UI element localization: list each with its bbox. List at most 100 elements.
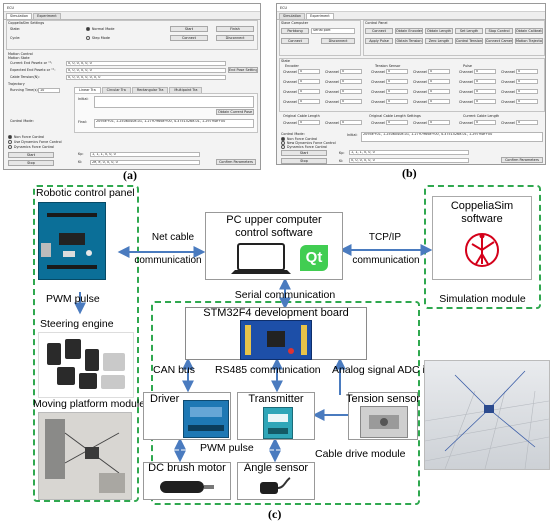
kp-field[interactable]: 1, 1, 1, 0, 0, 0: [349, 150, 469, 155]
channel-label: Channel 5: [501, 70, 519, 74]
control-panel-button[interactable]: Connect: [365, 28, 393, 34]
analog-adc-label: Analog signal ADC input: [332, 364, 446, 376]
control-panel-button[interactable]: Apply Pulse: [365, 38, 393, 44]
confirm-parameters-button[interactable]: Confirm Parameters: [501, 157, 543, 163]
end-pose-settings-button[interactable]: End Pose Settings: [228, 67, 258, 73]
cable-value-field[interactable]: 0: [340, 120, 362, 125]
channel-value-field[interactable]: 0: [340, 69, 362, 74]
current-pose-field[interactable]: 0, 0, 0, 0, 0, 0: [66, 61, 226, 66]
cable-channel-label: Channel 5: [413, 121, 431, 125]
cable-tension-label: Cable Tension(N):: [10, 75, 40, 79]
channel-value-field[interactable]: 0: [474, 79, 496, 84]
cable-value-field[interactable]: 0: [386, 120, 408, 125]
channel-value-field[interactable]: 0: [298, 99, 320, 104]
connect-button[interactable]: Connect: [281, 38, 309, 44]
tcpip-label-1: TCP/IP: [368, 232, 402, 243]
channel-label: Channel 7: [501, 90, 519, 94]
running-time-field[interactable]: 10: [38, 88, 60, 93]
steering-engine-image: [38, 332, 134, 398]
dynamics-force-control-radio[interactable]: Dynamics Force Control: [281, 145, 327, 149]
channel-value-field[interactable]: 0: [340, 89, 362, 94]
final-textbox[interactable]: 2095e+01, 1.2506040e-01, 1.2797966e+00, …: [94, 119, 254, 128]
channel-value-field[interactable]: 0: [386, 69, 408, 74]
expected-pose-field[interactable]: 0, 0, 0, 0, 0, 0: [66, 68, 226, 73]
tab-experiment[interactable]: Experiment: [306, 13, 334, 19]
channel-value-field[interactable]: 0: [516, 69, 538, 74]
channel-value-field[interactable]: 0: [386, 79, 408, 84]
window-title: ECU: [7, 5, 14, 10]
channel-value-field[interactable]: 0: [516, 89, 538, 94]
tab-experiment[interactable]: Experiment: [33, 13, 61, 19]
motion-control-title: Motion Control: [8, 52, 33, 56]
channel-value-field[interactable]: 0: [298, 89, 320, 94]
step-mode-radio[interactable]: Step Mode: [86, 36, 110, 40]
tab-simulation[interactable]: Simulation: [6, 13, 33, 19]
kp-label: Kp:: [339, 151, 345, 155]
control-panel-button[interactable]: Motion Trajectory: [515, 38, 543, 44]
non-force-control-radio[interactable]: Non Force Control: [8, 135, 44, 139]
channel-value-field[interactable]: 0: [340, 99, 362, 104]
non-force-control-radio[interactable]: Non Force Control: [281, 137, 317, 141]
cable-value-field[interactable]: 0: [428, 120, 450, 125]
channel-value-field[interactable]: 0: [386, 89, 408, 94]
channel-value-field[interactable]: 0: [428, 79, 450, 84]
initial-textbox[interactable]: [94, 96, 254, 108]
kp-field[interactable]: 1, 1, 1, 0, 0, 0: [90, 152, 200, 157]
control-panel-button[interactable]: Connect Camera: [485, 38, 513, 44]
control-panel-button[interactable]: Obtain Length: [425, 28, 453, 34]
finish-button[interactable]: Finish: [216, 26, 254, 32]
control-panel-button[interactable]: Obtain Calibration: [515, 28, 543, 34]
channel-label: Channel 6: [325, 80, 343, 84]
channel-value-field[interactable]: 0: [428, 99, 450, 104]
control-panel-button[interactable]: Control Tension: [455, 38, 483, 44]
channel-value-field[interactable]: 0: [474, 99, 496, 104]
dynamics-force-control-radio[interactable]: Dynamics Force Control: [8, 145, 54, 149]
obtain-current-pose-button[interactable]: Obtain Current Pose: [216, 109, 254, 115]
ki-field[interactable]: 0, 0, 0, 0, 0, 0: [349, 158, 469, 163]
control-stop-button[interactable]: Stop: [281, 158, 327, 164]
control-panel-button[interactable]: Obtain Tension: [395, 38, 423, 44]
channel-value-field[interactable]: 0: [340, 79, 362, 84]
cable-value-field[interactable]: 0: [516, 120, 538, 125]
control-start-button[interactable]: Start: [8, 152, 54, 158]
confirm-parameters-button[interactable]: Confirm Parameters: [216, 159, 256, 165]
initial-textbox[interactable]: 2095e+01, 1.2506040e-01, 1.2797966e+00, …: [361, 132, 543, 142]
ki-field[interactable]: 2e, e, 0, 0, 0, 0: [90, 160, 200, 165]
disconnect-button[interactable]: Disconnect: [216, 35, 254, 41]
channel-value-field[interactable]: 0: [298, 79, 320, 84]
cable-value-field[interactable]: 0: [298, 120, 320, 125]
disconnect-button[interactable]: Disconnect: [321, 38, 355, 44]
can-bus-label: CAN bus: [153, 364, 196, 376]
tension-sensor-image: [360, 406, 408, 438]
channel-value-field[interactable]: 0: [298, 69, 320, 74]
control-panel-button[interactable]: Stop Control: [485, 28, 513, 34]
connect-button[interactable]: Connect: [170, 35, 208, 41]
normal-mode-radio[interactable]: Normal Mode: [86, 27, 115, 31]
channel-value-field[interactable]: 0: [428, 89, 450, 94]
serial-port-select[interactable]: Serial port: [311, 28, 355, 34]
rs485-label: RS485 communication: [215, 364, 321, 376]
tab-simulation[interactable]: Simulation: [279, 13, 306, 19]
channel-value-field[interactable]: 0: [386, 99, 408, 104]
channel-value-field[interactable]: 0: [474, 69, 496, 74]
control-stop-button[interactable]: Stop: [8, 160, 54, 166]
main-tabs: Simulation Experiment: [4, 12, 260, 20]
channel-value-field[interactable]: 0: [516, 79, 538, 84]
angle-sensor-image: [258, 476, 292, 503]
port-button[interactable]: Portdong: [281, 28, 309, 34]
control-panel-button[interactable]: Zero Length: [425, 38, 453, 44]
new-dynamics-force-control-radio[interactable]: New Dynamics Force Control: [281, 141, 336, 145]
control-panel-button[interactable]: Set Length: [455, 28, 483, 34]
channel-value-field[interactable]: 0: [474, 89, 496, 94]
channel-value-field[interactable]: 0: [516, 99, 538, 104]
use-dynamics-force-control-radio[interactable]: Use Dynamics Force Control: [8, 140, 62, 144]
tcpip-label-2: communication: [352, 255, 420, 266]
cable-value-field[interactable]: 0: [474, 120, 496, 125]
channel-value-field[interactable]: 0: [428, 69, 450, 74]
control-start-button[interactable]: Start: [281, 150, 327, 156]
control-panel-button[interactable]: Obtain Encoder: [395, 28, 423, 34]
start-button[interactable]: Start: [170, 26, 208, 32]
cable-tension-field[interactable]: 0, 0, 0, 0, 0, 0, 0, 0: [66, 75, 226, 80]
pc-software-label-2: control software: [235, 227, 313, 239]
